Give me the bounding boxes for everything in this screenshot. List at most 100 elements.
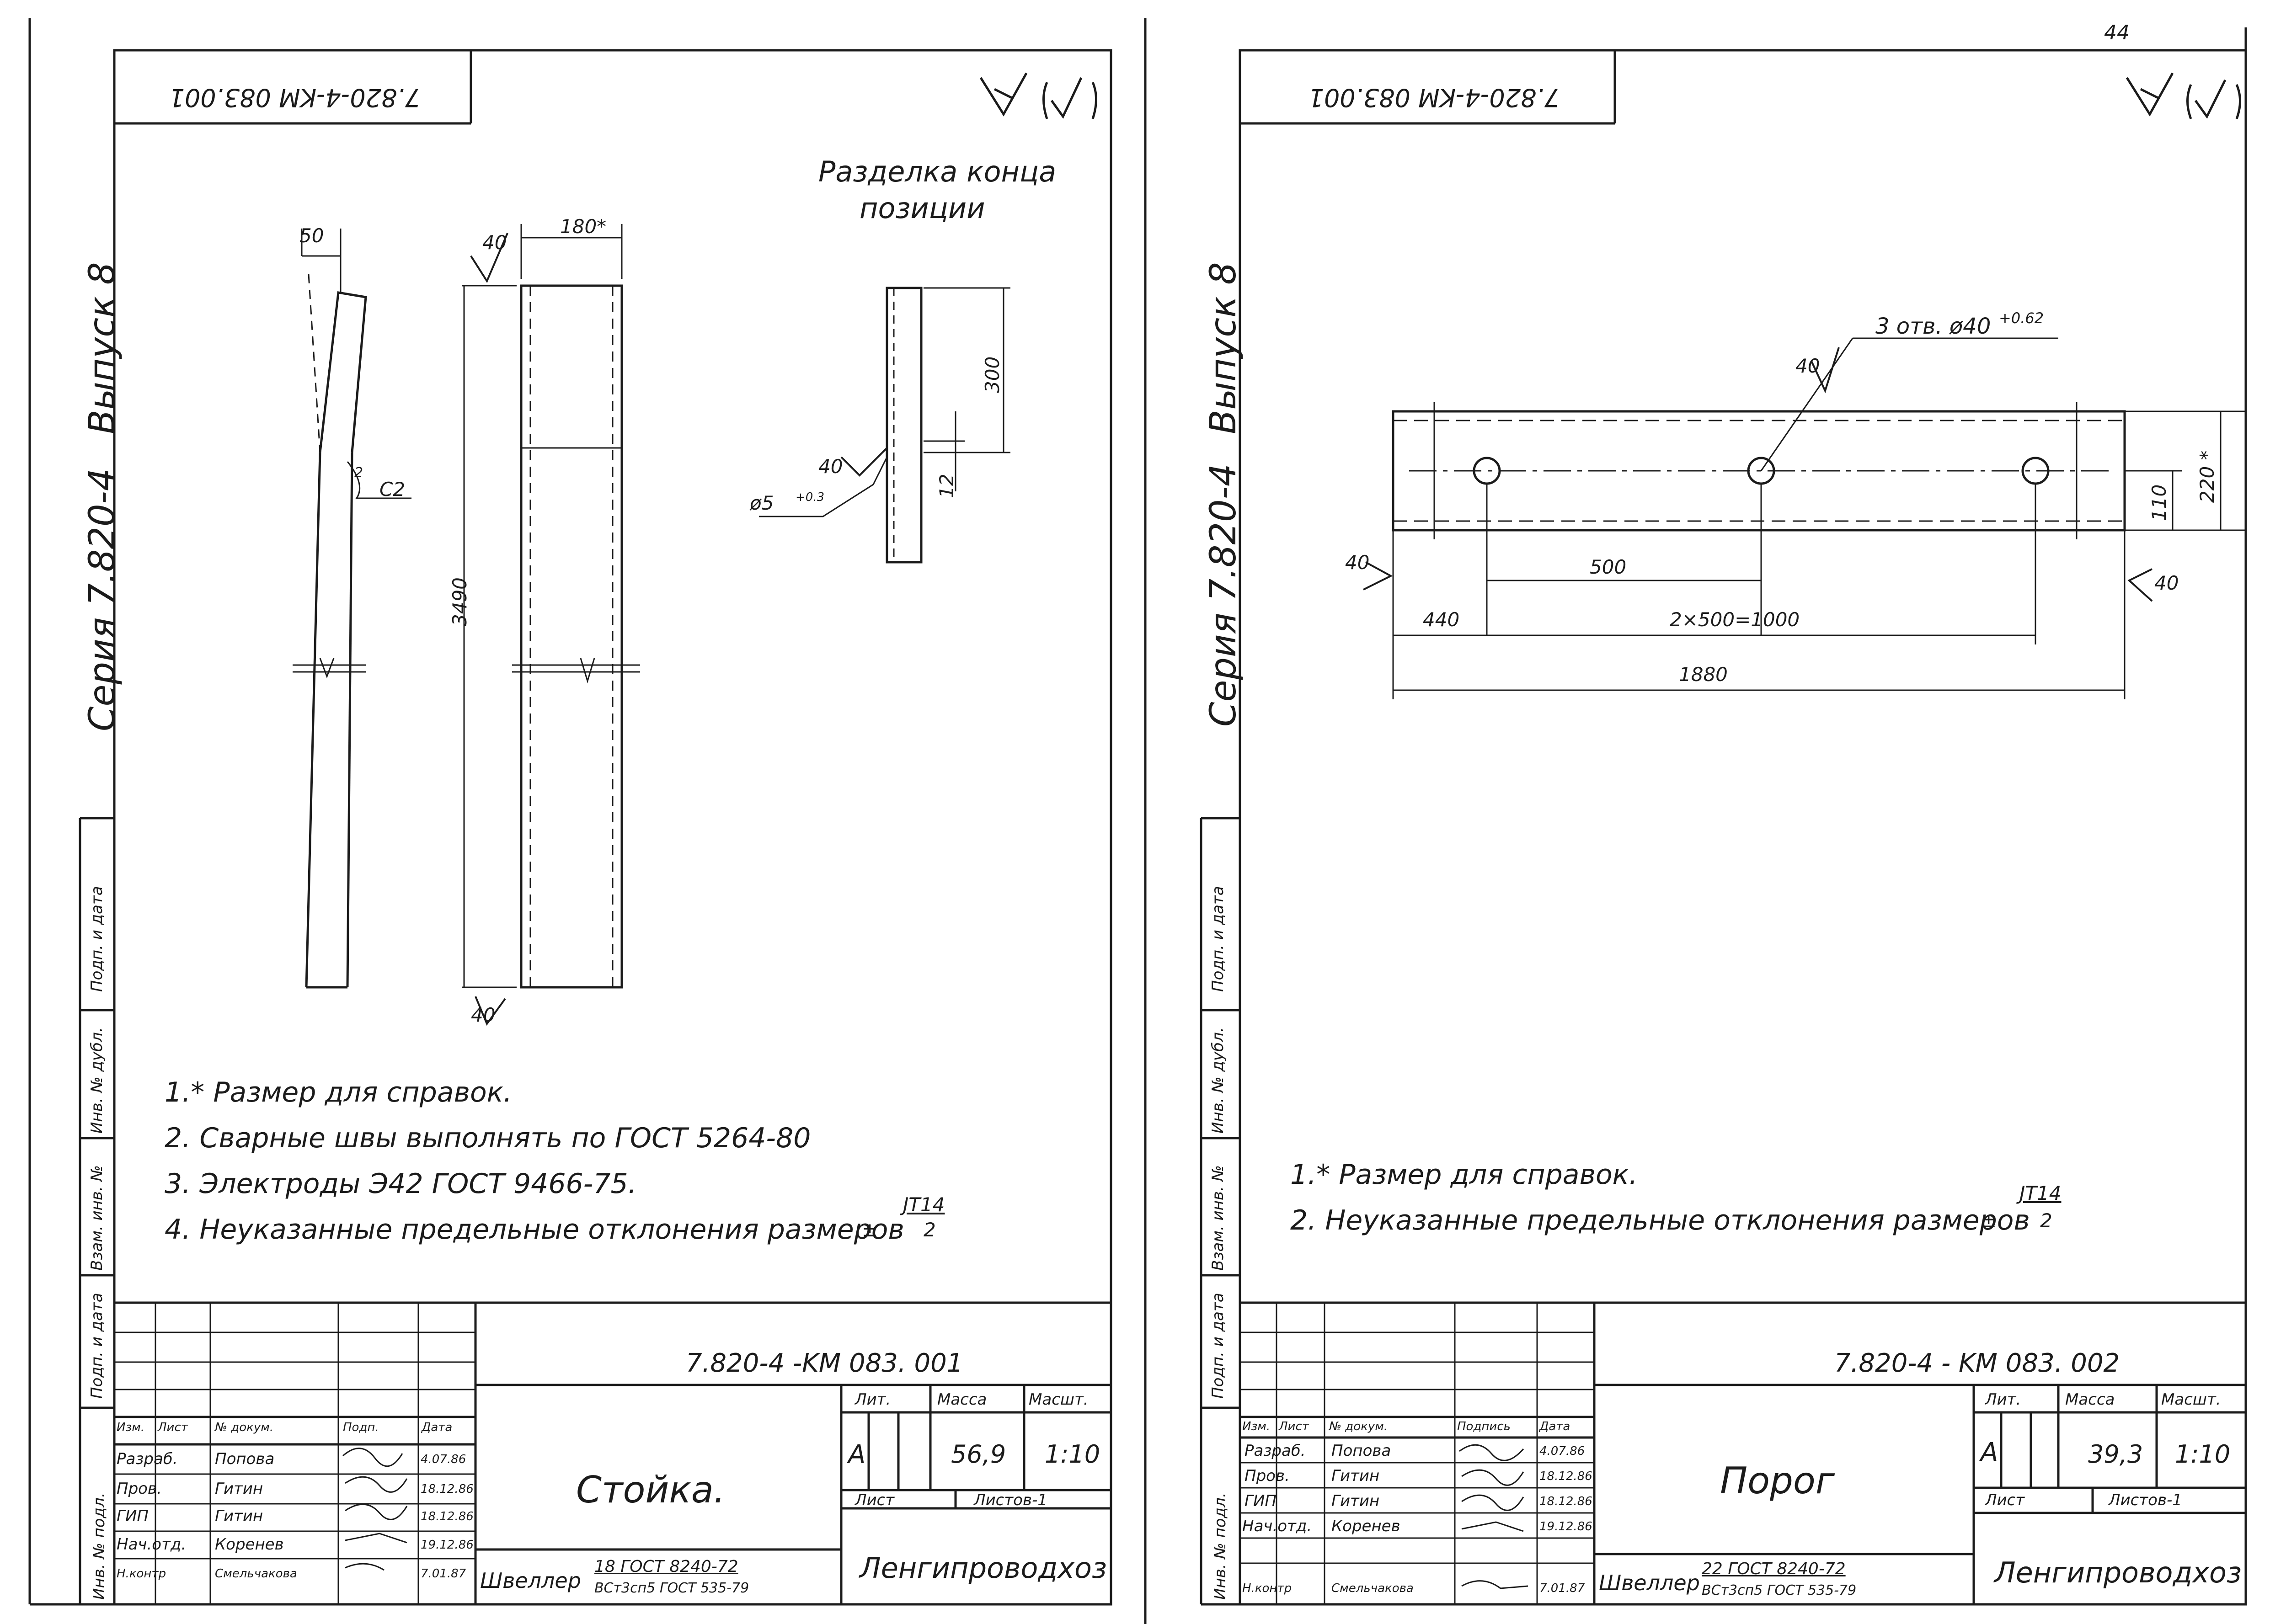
page-number: 44	[2104, 21, 2130, 44]
note-1: 1.* Размер для справок.	[165, 1076, 512, 1108]
tb-col-list: Лист	[1279, 1420, 1309, 1433]
dim-40-bottom: 40	[471, 1004, 496, 1026]
note-4: 4. Неуказанные предельные отклонения раз…	[165, 1214, 904, 1246]
tolerance-num: JT14	[2019, 1182, 2062, 1204]
dim-180: 180*	[560, 215, 607, 238]
tb-lit-header: Лит.	[855, 1390, 891, 1409]
tb-material-prefix: Швеллер	[480, 1568, 581, 1593]
dim-2x500: 2×500=1000	[1670, 608, 1800, 631]
tb-row-date: 19.12.86	[1539, 1520, 1592, 1533]
tb-row-role: ГИП	[1244, 1492, 1277, 1510]
tb-material-prefix: Швеллер	[1599, 1571, 1700, 1595]
tb-lit-value: A	[1981, 1438, 1998, 1467]
tb-row-role: Н.контр	[1242, 1581, 1292, 1595]
tb-sheet: Лист	[1985, 1491, 2025, 1509]
tb-sheet: Лист	[855, 1491, 895, 1509]
tb-row-date: 18.12.86	[421, 1510, 474, 1523]
tb-material-bottom: ВСт3сп5 ГОСТ 535-79	[1702, 1582, 1857, 1598]
dim-40-right: 40	[2154, 572, 2179, 594]
tolerance-den: 2	[924, 1219, 936, 1241]
tb-row-role: Разраб.	[117, 1450, 178, 1468]
dim-phi5: ø5	[750, 492, 774, 514]
tb-scale-header: Масшт.	[2161, 1390, 2221, 1409]
tb-row-date: 7.01.87	[421, 1567, 466, 1581]
tb-row-role: Нач.отд.	[1242, 1517, 1312, 1535]
tb-org: Ленгипроводхоз	[860, 1551, 1107, 1585]
tb-name: Стойка.	[576, 1469, 726, 1511]
tb-row-name: Смельчакова	[215, 1567, 297, 1581]
tb-col-izm: Изм.	[1242, 1420, 1271, 1433]
tb-mass-header: Масса	[2065, 1390, 2115, 1409]
tb-row-name: Коренев	[1331, 1517, 1400, 1535]
dim-500: 500	[1590, 556, 1627, 578]
holes-tol: +0.62	[1999, 309, 2044, 327]
dim-c2: C2	[379, 478, 406, 501]
tb-col-date: Дата	[422, 1421, 453, 1434]
tb-row-role: Н.контр	[117, 1567, 166, 1581]
dim-phi5-tol: +0.3	[796, 490, 825, 504]
tb-scale-value: 1:10	[2175, 1440, 2231, 1469]
note-2: 2. Неуказанные предельные отклонения раз…	[1290, 1204, 2030, 1236]
note-3: 3. Электроды Э42 ГОСТ 9466-75.	[165, 1168, 637, 1200]
dim-50: 50	[299, 224, 324, 247]
detail-title-line2: позиции	[860, 192, 985, 225]
tb-sheets: Листов-1	[2109, 1491, 2182, 1509]
tb-row-date: 4.07.86	[421, 1453, 466, 1466]
dim-440: 440	[1423, 608, 1460, 631]
tb-material-bottom: ВСт3сп5 ГОСТ 535-79	[594, 1580, 749, 1596]
dim-40-left: 40	[1345, 551, 1370, 574]
tolerance-den: 2	[2040, 1209, 2052, 1232]
dim-1880: 1880	[1679, 663, 1728, 686]
sheet-2-graphics	[1200, 27, 2247, 1606]
detail-title-line1: Разделка конца	[818, 155, 1057, 188]
tb-row-role: Нач.отд.	[117, 1535, 187, 1554]
tb-row-name: Гитин	[215, 1507, 263, 1525]
tb-lit-header: Лит.	[1985, 1390, 2021, 1409]
tb-scale-header: Масшт.	[1029, 1390, 1089, 1409]
tb-col-doc: № докум.	[1329, 1420, 1388, 1433]
dim-40-weld: 40	[1795, 355, 1820, 377]
tolerance-sign: ±	[862, 1219, 878, 1241]
dim-40-top: 40	[482, 231, 507, 254]
tb-material-top: 18 ГОСТ 8240-72	[594, 1557, 738, 1576]
tb-row-name: Смельчакова	[1331, 1581, 1414, 1595]
tb-col-date: Дата	[1539, 1420, 1570, 1433]
tb-row-name: Гитин	[1331, 1467, 1380, 1485]
holes-label: 3 отв. ø40	[1875, 314, 1991, 339]
tb-mass-value: 39,3	[2088, 1440, 2143, 1469]
tb-row-role: Пров.	[1244, 1467, 1290, 1485]
tb-row-date: 18.12.86	[1539, 1495, 1592, 1508]
tb-sheets: Листов-1	[974, 1491, 1047, 1509]
tolerance-sign: ±	[1981, 1209, 1997, 1232]
tb-col-list: Лист	[158, 1421, 188, 1434]
tb-scale-value: 1:10	[1045, 1440, 1100, 1469]
tb-row-name: Гитин	[215, 1480, 263, 1498]
tb-row-name: Гитин	[1331, 1492, 1380, 1510]
tb-row-role: ГИП	[117, 1507, 149, 1525]
title-block-1-grid	[114, 1301, 1111, 1604]
drawing-sheet-1: Серия 7.820-4 Выпуск 8 Инв. № подл. Подп…	[28, 18, 1147, 1624]
tb-org: Ленгипроводхоз	[1994, 1556, 2242, 1589]
tb-col-sign: Подпись	[1457, 1420, 1511, 1433]
tb-code: 7.820-4 - KM 083. 002	[1834, 1348, 2120, 1378]
tb-row-name: Попова	[1331, 1442, 1391, 1460]
tb-col-izm: Изм.	[117, 1421, 145, 1434]
tb-name: Порог	[1720, 1459, 1835, 1502]
tb-mass-header: Масса	[937, 1390, 987, 1409]
tb-row-name: Коренев	[215, 1535, 284, 1554]
tb-col-doc: № докум.	[215, 1421, 274, 1434]
dim-2: 2	[354, 465, 363, 481]
tb-row-role: Пров.	[117, 1480, 162, 1498]
note-1: 1.* Размер для справок.	[1290, 1159, 1638, 1191]
tb-row-role: Разраб.	[1244, 1442, 1306, 1460]
tb-row-date: 4.07.86	[1539, 1444, 1585, 1458]
sheet-1-graphics	[28, 18, 1147, 1624]
dim-40-detail: 40	[818, 455, 843, 478]
tb-row-date: 18.12.86	[1539, 1470, 1592, 1483]
drawing-sheet-2: 44	[1148, 0, 2286, 1624]
tb-code: 7.820-4 -KM 083. 001	[686, 1348, 963, 1378]
tolerance-num: JT14	[903, 1193, 945, 1216]
tb-row-date: 18.12.86	[421, 1482, 474, 1496]
tb-mass-value: 56,9	[951, 1440, 1006, 1469]
tb-row-date: 7.01.87	[1539, 1581, 1585, 1595]
